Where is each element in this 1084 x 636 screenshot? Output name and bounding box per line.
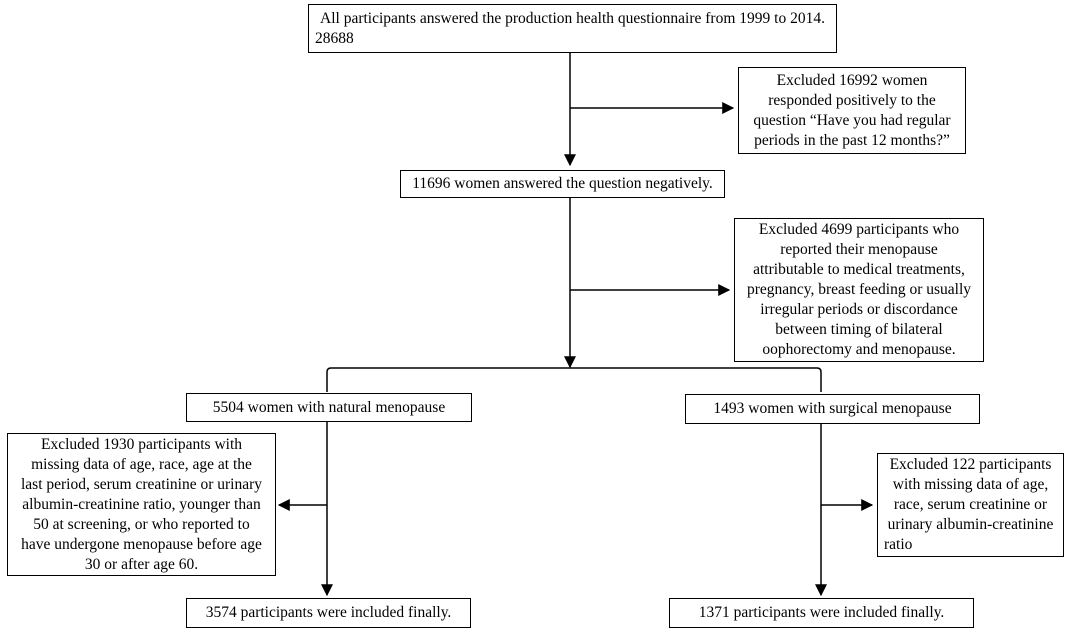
excluded-surgical-line: race, serum creatinine or <box>893 496 1048 513</box>
excluded-natural-box: Excluded 1930 participants with missing … <box>7 433 276 576</box>
included-surgical-text: 1371 participants were included finally. <box>698 604 945 621</box>
excluded-natural-line: have undergone menopause before age <box>21 535 262 553</box>
excluded-regular-line: responded positively to the <box>768 91 936 109</box>
excluded-surgical-line: Excluded 122 participants <box>889 456 1052 473</box>
excluded-medical-line: Excluded 4699 participants who <box>758 221 960 238</box>
excluded-regular-line: question “Have you had regular <box>753 111 951 129</box>
excluded-natural-line: 30 or after age 60. <box>84 555 199 573</box>
excluded-medical-line: reported their menopause <box>780 241 938 258</box>
excluded-regular-line: Excluded 16992 women <box>776 71 928 89</box>
natural-menopause-text: 5504 women with natural menopause <box>212 398 446 416</box>
excluded-medical-line: attributable to medical treatments, <box>753 261 965 278</box>
excluded-surgical-line: urinary albumin-creatinine <box>887 516 1054 533</box>
all-participants-box: All participants answered the production… <box>308 4 837 53</box>
excluded-surgical-box: Excluded 122 participants with missing d… <box>877 453 1064 557</box>
all-participants-count: 28688 <box>315 29 354 47</box>
surgical-menopause-text: 1493 women with surgical menopause <box>713 400 952 417</box>
included-natural-box: 3574 participants were included finally. <box>186 598 471 628</box>
excluded-regular-periods-box: Excluded 16992 women responded positivel… <box>738 67 966 154</box>
all-participants-text: All participants answered the production… <box>320 9 825 27</box>
excluded-regular-line: periods in the past 12 months?” <box>754 131 950 149</box>
excluded-medical-line: pregnancy, breast feeding or usually <box>746 281 972 298</box>
answered-negatively-text: 11696 women answered the question negati… <box>412 175 713 192</box>
excluded-surgical-line: with missing data of age, <box>892 476 1049 493</box>
excluded-medical-box: Excluded 4699 participants who reported … <box>734 218 984 362</box>
answered-negatively-box: 11696 women answered the question negati… <box>400 170 725 198</box>
excluded-natural-line: Excluded 1930 participants with <box>40 435 243 453</box>
excluded-natural-line: albumin-creatinine ratio, younger than <box>22 495 261 513</box>
natural-menopause-box: 5504 women with natural menopause <box>186 393 472 422</box>
excluded-medical-line: irregular periods or discordance <box>760 301 958 318</box>
included-surgical-box: 1371 participants were included finally. <box>669 598 974 628</box>
split-bracket <box>326 367 822 392</box>
surgical-menopause-box: 1493 women with surgical menopause <box>685 394 980 424</box>
excluded-medical-line: oophorectomy and menopause. <box>762 341 956 358</box>
excluded-natural-line: last period, serum creatinine or urinary <box>20 475 263 493</box>
excluded-medical-line: between timing of bilateral <box>775 321 943 338</box>
included-natural-text: 3574 participants were included finally. <box>205 604 452 621</box>
excluded-surgical-line: ratio <box>884 536 913 553</box>
excluded-natural-line: missing data of age, race, age at the <box>31 455 252 473</box>
excluded-natural-line: 50 at screening, or who reported to <box>33 515 250 533</box>
